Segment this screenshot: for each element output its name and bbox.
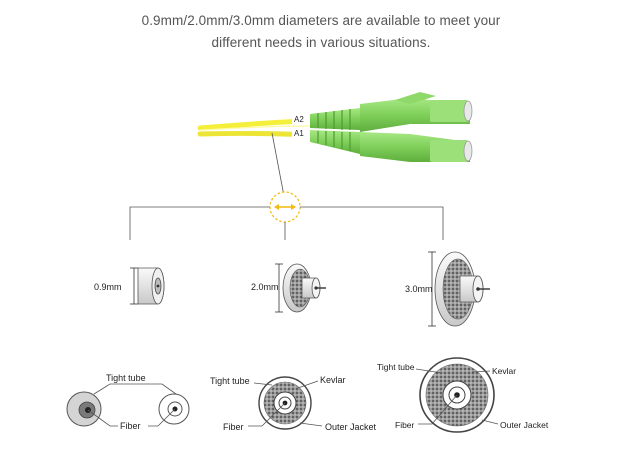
label-tag-a2 xyxy=(292,114,310,124)
right-fiber-label: Fiber xyxy=(395,420,415,430)
size-label-2.0mm: 2.0mm xyxy=(251,282,279,292)
diameter-ring-icon xyxy=(269,191,301,223)
cable-2.0mm: 2.0mm xyxy=(251,263,326,313)
headline-line-2: different needs in various situations. xyxy=(211,35,431,50)
headline-line-1: 0.9mm/2.0mm/3.0mm diameters are availabl… xyxy=(141,13,501,28)
cross-section-2.0mm: Tight tube Kevlar Fiber Outer Jacket xyxy=(210,375,377,432)
middle-outer-jacket-label: Outer Jacket xyxy=(325,422,377,432)
size-label-0.9mm: 0.9mm xyxy=(94,282,122,292)
middle-fiber-label: Fiber xyxy=(223,422,244,432)
middle-kevlar-label: Kevlar xyxy=(320,375,346,385)
callout-line xyxy=(271,132,285,197)
connector-illustration: A2 A1 xyxy=(197,92,473,162)
right-outer-jacket-label: Outer Jacket xyxy=(500,420,549,430)
cross-section-0.9mm: Tight tube Fiber xyxy=(66,373,190,431)
right-tight-tube-label: Tight tube xyxy=(377,362,415,372)
label-a1: A1 xyxy=(294,129,304,138)
left-tight-tube-label: Tight tube xyxy=(106,373,146,383)
cable-0.9mm: 0.9mm xyxy=(94,267,165,305)
connector-boot-a1 xyxy=(310,130,473,162)
size-label-3.0mm: 3.0mm xyxy=(405,284,433,294)
label-tag-a1 xyxy=(292,128,310,138)
branch-lines xyxy=(129,206,444,240)
cross-section-3.0mm: Tight tube Kevlar Fiber Outer Jacket xyxy=(377,357,549,433)
label-a2: A2 xyxy=(294,115,304,124)
left-fiber-label: Fiber xyxy=(120,421,141,431)
right-kevlar-label: Kevlar xyxy=(492,366,516,376)
headline: 0.9mm/2.0mm/3.0mm diameters are availabl… xyxy=(0,10,642,54)
middle-tight-tube-label: Tight tube xyxy=(210,376,250,386)
cable-3.0mm: 3.0mm xyxy=(405,251,490,327)
connector-boot-a2 xyxy=(310,92,473,132)
